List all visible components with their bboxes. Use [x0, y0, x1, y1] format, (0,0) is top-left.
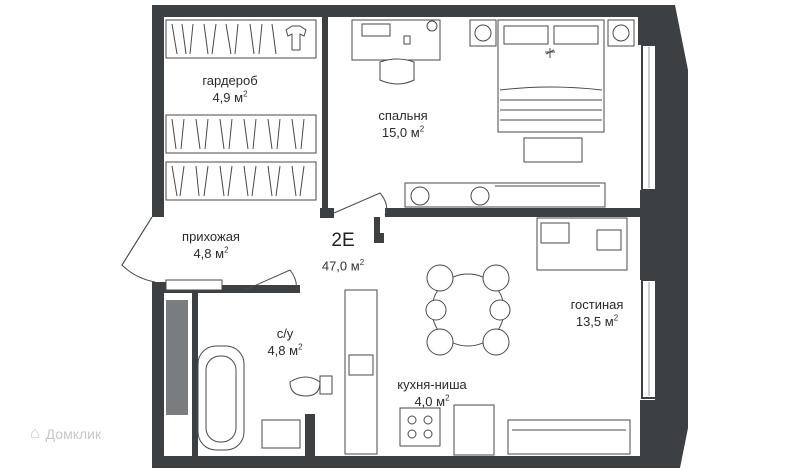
room-area: 4,9 м2 [212, 89, 248, 105]
room-area: 4,8 м2 [193, 245, 229, 261]
room-name: прихожая [182, 229, 240, 244]
room-label-kitchen: кухня-ниша 4,0 м2 [382, 376, 482, 410]
room-label-bathroom: с/у 4,8 м2 [245, 325, 325, 359]
room-area: 15,0 м2 [381, 124, 425, 140]
room-area: 4,0 м2 [414, 393, 450, 409]
room-label-bedroom: спальня 15,0 м2 [358, 107, 448, 141]
room-area: 13,5 м2 [575, 313, 619, 329]
wardrobe-shelves [165, 19, 317, 201]
hallway-cabinet [165, 279, 223, 291]
doors [121, 192, 388, 291]
apartment-total-area: 47,0 м2 [321, 258, 365, 274]
bathroom-fixtures [166, 300, 333, 451]
bedroom-furniture [351, 19, 635, 208]
room-name: с/у [276, 326, 294, 341]
apartment-code: 2E [331, 230, 355, 251]
room-name: кухня-ниша [397, 377, 467, 392]
room-area: 4,8 м2 [267, 342, 303, 358]
room-name: спальня [378, 108, 428, 123]
domclick-logo-icon: ⌂ [30, 425, 40, 442]
apartment-badge: 2E 47,0 м2 [311, 226, 375, 284]
room-name: гостиная [570, 297, 624, 312]
windows [640, 44, 668, 399]
living-furniture [425, 217, 631, 455]
room-label-living: гостиная 13,5 м2 [552, 296, 642, 330]
room-name: гардероб [202, 73, 258, 88]
kitchen-unit [344, 289, 495, 456]
room-label-hallway: прихожая 4,8 м2 [166, 228, 256, 262]
watermark-text: Домклик [45, 426, 102, 442]
room-label-wardrobe: гардероб 4,9 м2 [190, 72, 270, 106]
watermark: ⌂ Домклик [30, 425, 101, 443]
